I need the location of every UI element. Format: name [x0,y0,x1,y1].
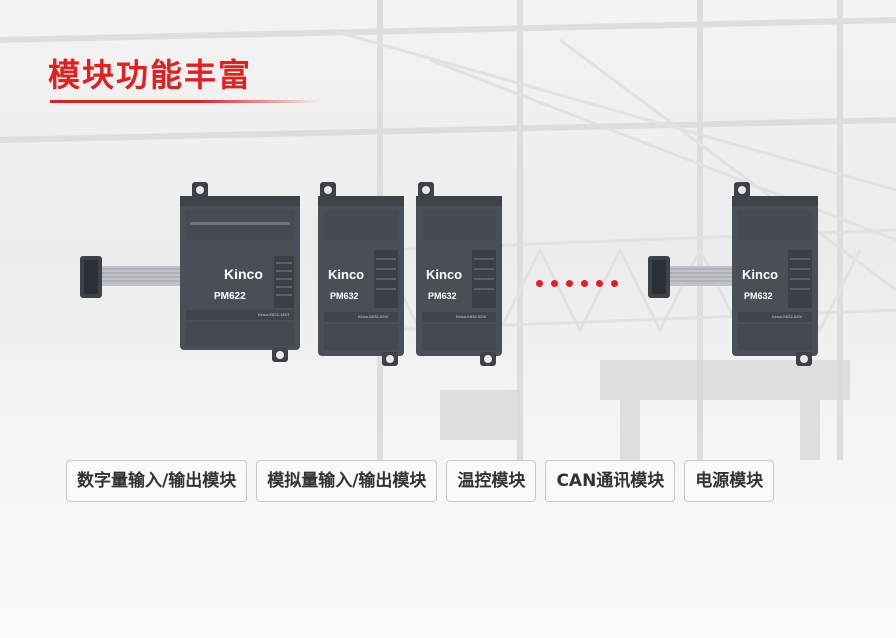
module-type-tags: 数字量输入/输出模块 模拟量输入/输出模块 温控模块 CAN通讯模块 电源模块 [66,460,775,502]
plc-module-pm632-1: Kinco PM632 Kinco-K632-02IV [318,182,404,366]
tag-temperature: 温控模块 [446,460,537,502]
module-model: PM632 [330,291,359,301]
module-brand: Kinco [426,267,462,282]
plc-module-pm622: Kinco PM622 Kinco-K622-14DT [180,182,300,362]
dot [536,280,543,287]
module-code: Kinco-K632-02IV [358,314,389,319]
plc-module-pm632-3: Kinco PM632 Kinco-K632-02IV [732,182,818,366]
module-model: PM622 [214,291,246,302]
tag-power: 电源模块 [684,460,775,502]
module-model: PM632 [744,291,773,301]
tag-can-comm: CAN通讯模块 [545,460,676,502]
module-code: Kinco-K622-14DT [258,312,290,317]
title-underline [50,100,320,103]
ribbon-cable-right [648,256,738,298]
module-brand: Kinco [224,266,263,282]
plc-module-pm632-2: Kinco PM632 Kinco-K632-02IV [416,182,502,366]
module-brand: Kinco [742,267,778,282]
module-code: Kinco-K632-02IV [772,314,803,319]
module-brand: Kinco [328,267,364,282]
tag-digital-io: 数字量输入/输出模块 [66,460,248,502]
ribbon-cable-left [80,256,188,298]
dot [596,280,603,287]
dot [551,280,558,287]
dot [611,280,618,287]
dot [581,280,588,287]
module-code: Kinco-K632-02IV [456,314,487,319]
dot [566,280,573,287]
module-model: PM632 [428,291,457,301]
tag-analog-io: 模拟量输入/输出模块 [256,460,438,502]
page-title: 模块功能丰富 [48,56,253,94]
